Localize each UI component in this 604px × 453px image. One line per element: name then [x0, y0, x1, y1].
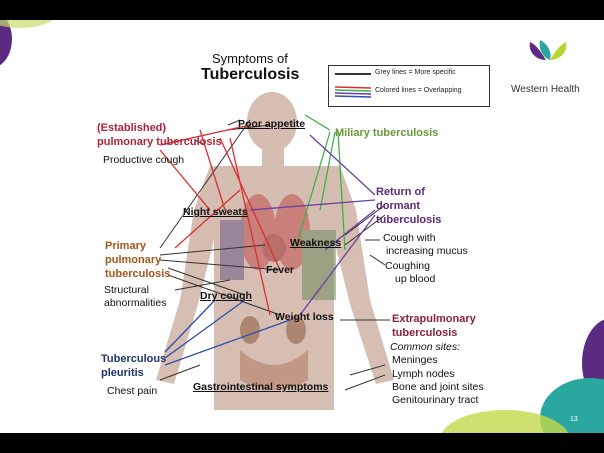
decorative-shape-top-left-lime — [0, 20, 60, 28]
label-pleuritis-line-1: Tuberculous — [101, 353, 167, 365]
label-structural-line-1: Structural — [104, 284, 149, 296]
label-site-bone-joint: Bone and joint sites — [392, 381, 484, 393]
label-primary-line-3: tuberculosis — [105, 268, 171, 280]
label-common-sites: Common sites: — [390, 341, 461, 353]
label-return-line-1: Return of — [376, 186, 425, 198]
symptom-weight-loss: Weight loss — [275, 311, 334, 323]
label-cough-mucus-line-2: increasing mucus — [386, 245, 468, 257]
western-health-logo-icon — [529, 40, 567, 60]
label-chest-pain: Chest pain — [107, 385, 158, 397]
title-line-1: Symptoms of — [212, 51, 288, 66]
title-line-2: Tuberculosis — [201, 66, 300, 83]
symptom-night-sweats: Night sweats — [183, 206, 248, 218]
legend-box: Grey lines = More specific Colored lines… — [328, 65, 490, 107]
connector-lines — [159, 114, 390, 391]
label-coughing-blood-line-2: up blood — [395, 273, 436, 285]
label-structural-line-2: abnormalities — [104, 297, 167, 309]
legend-colored-label: Colored lines = Overlapping — [375, 87, 462, 94]
label-extrapulmonary-line-1: Extrapulmonary — [392, 313, 476, 325]
label-site-genitourinary: Genitourinary tract — [392, 394, 479, 406]
label-site-lymph-nodes: Lymph nodes — [392, 368, 455, 380]
grey-line-swatch — [335, 73, 371, 75]
label-productive-cough: Productive cough — [103, 154, 185, 166]
label-cough-mucus-line-1: Cough with — [383, 232, 436, 244]
colored-lines-swatch — [335, 86, 371, 98]
human-body-figure — [156, 92, 394, 410]
label-return-line-2: dormant — [376, 200, 420, 212]
brand-name: Western Health — [511, 84, 580, 95]
label-site-meninges: Meninges — [392, 354, 438, 366]
symptom-gastrointestinal: Gastrointestinal symptoms — [193, 381, 329, 393]
label-established-line-1: (Established) — [97, 122, 167, 134]
label-miliary-tuberculosis: Miliary tuberculosis — [335, 127, 439, 139]
label-coughing-blood-line-1: Coughing — [385, 260, 430, 272]
symptom-poor-appetite: Poor appetite — [238, 118, 306, 130]
label-established-line-2: pulmonary tuberculosis — [97, 136, 222, 148]
slide-number: 13 — [570, 416, 578, 423]
label-pleuritis-line-2: pleuritis — [101, 367, 144, 379]
legend-grey-label: Grey lines = More specific — [375, 69, 456, 76]
label-primary-line-1: Primary — [105, 240, 146, 252]
symptom-weakness: Weakness — [290, 237, 342, 249]
slide: 13 Western Health Symptoms of Tuberculos… — [0, 20, 604, 433]
symptom-dry-cough: Dry cough — [200, 290, 252, 302]
label-primary-line-2: pulmonary — [105, 254, 162, 266]
decorative-shape-bottom-lime — [440, 410, 570, 433]
symptom-fever: Fever — [266, 264, 295, 276]
label-extrapulmonary-line-2: tuberculosis — [392, 327, 458, 339]
label-return-line-3: tuberculosis — [376, 214, 442, 226]
